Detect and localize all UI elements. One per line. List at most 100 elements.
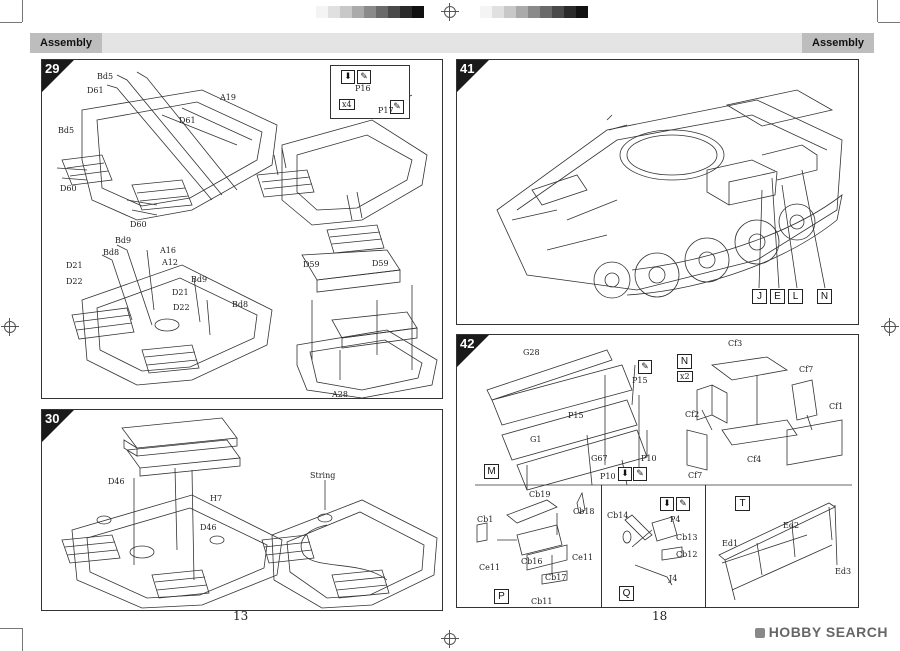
paint-icon: ✎ [638, 360, 652, 374]
step-41-tank-drawing [457, 60, 858, 324]
glue-icon: ⬇ [660, 497, 674, 511]
header-title-left: Assembly [30, 33, 102, 53]
part-label-ed1: Ed1 [722, 539, 739, 548]
marker-p: P [494, 589, 509, 604]
paint-icon: ✎ [676, 497, 690, 511]
part-label-d59: D59 [372, 259, 389, 268]
glue-icon: ⬇ [341, 70, 355, 84]
registration-swatch [388, 6, 400, 18]
registration-swatch [412, 6, 424, 18]
part-label-cf2: Cf2 [685, 410, 700, 419]
part-label-p16: P16 [355, 84, 371, 93]
page-number-right: 18 [652, 609, 668, 623]
part-label-cb1: Cb1 [477, 515, 494, 524]
registration-swatch [528, 6, 540, 18]
step-41-number: 41 [460, 61, 475, 76]
part-label-p10: P10 [641, 454, 657, 463]
hobby-search-logo-icon [754, 628, 765, 638]
marker-l: L [788, 289, 803, 304]
crop-mark [22, 628, 23, 651]
part-label-bd9: Bd9 [115, 236, 132, 245]
part-label-ce11: Ce11 [479, 563, 501, 572]
part-label-g28: G28 [523, 348, 540, 357]
registration-swatch [576, 6, 588, 18]
marker-q: Q [619, 586, 634, 601]
part-label-p15: P15 [568, 411, 584, 420]
sub-panel-divider [601, 485, 602, 607]
crop-mark [0, 22, 22, 23]
registration-swatch [340, 6, 352, 18]
part-label-p4: P4 [670, 515, 681, 524]
part-label-cb13: Cb13 [676, 533, 698, 542]
part-label-cb16: Cb16 [521, 557, 543, 566]
part-label-d21: D21 [66, 261, 83, 270]
part-label-cb17: Cb17 [545, 573, 567, 582]
header-bar [30, 33, 874, 53]
part-label-string: String [310, 471, 336, 480]
part-label-cb14: Cb14 [607, 511, 629, 520]
part-label-bd5: Bd5 [97, 72, 114, 81]
part-label-a19: A19 [220, 93, 236, 102]
part-label-x2: x2 [677, 371, 693, 382]
part-label-cb12: Cb12 [676, 550, 698, 559]
part-label-d46: D46 [200, 523, 217, 532]
step-30-number: 30 [45, 411, 60, 426]
part-label-cf7: Cf7 [688, 471, 703, 480]
registration-swatch-strip-right [480, 6, 588, 18]
registration-swatch [504, 6, 516, 18]
paint-icon: ✎ [633, 467, 647, 481]
registration-swatch [480, 6, 492, 18]
page-number-left: 13 [233, 609, 249, 623]
registration-swatch [492, 6, 504, 18]
step-29-panel: 29 ⬇ ✎ ✎ P16 P17 x4 Bd5 D61 Bd5 D60 D60 … [41, 59, 443, 399]
registration-mark-top [441, 3, 459, 21]
watermark-text: HOBBY SEARCH [768, 624, 888, 640]
part-label-j4: J4 [669, 574, 678, 583]
part-label-ce11: Ce11 [572, 553, 594, 562]
registration-swatch [400, 6, 412, 18]
part-label-d59: D59 [303, 260, 320, 269]
step-42-number: 42 [460, 336, 475, 351]
part-label-g1: G1 [530, 435, 542, 444]
marker-n: N [677, 354, 692, 369]
sub-panel-divider [705, 485, 706, 607]
crop-mark [0, 628, 22, 629]
part-label-d46: D46 [108, 477, 125, 486]
part-label-d61: D61 [179, 116, 196, 125]
step-42-drawing [457, 335, 858, 607]
registration-swatch [376, 6, 388, 18]
part-label-cf4: Cf4 [747, 455, 762, 464]
registration-swatch [564, 6, 576, 18]
step-29-number: 29 [45, 61, 60, 76]
registration-swatch [316, 6, 328, 18]
part-label-g67: G67 [591, 454, 608, 463]
part-label-bd8: Bd8 [232, 300, 249, 309]
marker-m: M [484, 464, 499, 479]
step-41-panel: 41 J E L N [456, 59, 859, 325]
registration-swatch [328, 6, 340, 18]
registration-swatch [516, 6, 528, 18]
step-30-drawing [42, 410, 442, 610]
registration-mark-bottom [441, 630, 459, 648]
paint-icon: ✎ [357, 70, 371, 84]
marker-e: E [770, 289, 785, 304]
marker-j: J [752, 289, 767, 304]
part-label-ed3: Ed3 [835, 567, 852, 576]
header-title-right: Assembly [802, 33, 874, 53]
part-label-cf1: Cf1 [829, 402, 844, 411]
part-label-x4: x4 [339, 99, 355, 110]
part-label-ed2: Ed2 [783, 521, 800, 530]
part-label-cb11: Cb11 [531, 597, 553, 606]
part-label-bd8: Bd8 [103, 248, 120, 257]
part-label-cb18: Cb18 [573, 507, 595, 516]
part-label-d60: D60 [60, 184, 77, 193]
part-label-cb19: Cb19 [529, 490, 551, 499]
part-label-cf3: Cf3 [728, 339, 743, 348]
marker-n: N [817, 289, 832, 304]
crop-mark [22, 0, 23, 22]
part-label-p17: P17 [378, 106, 394, 115]
step-29-drawing [42, 60, 442, 398]
part-label-d60: D60 [130, 220, 147, 229]
part-label-a28: A28 [332, 390, 348, 399]
registration-swatch [352, 6, 364, 18]
